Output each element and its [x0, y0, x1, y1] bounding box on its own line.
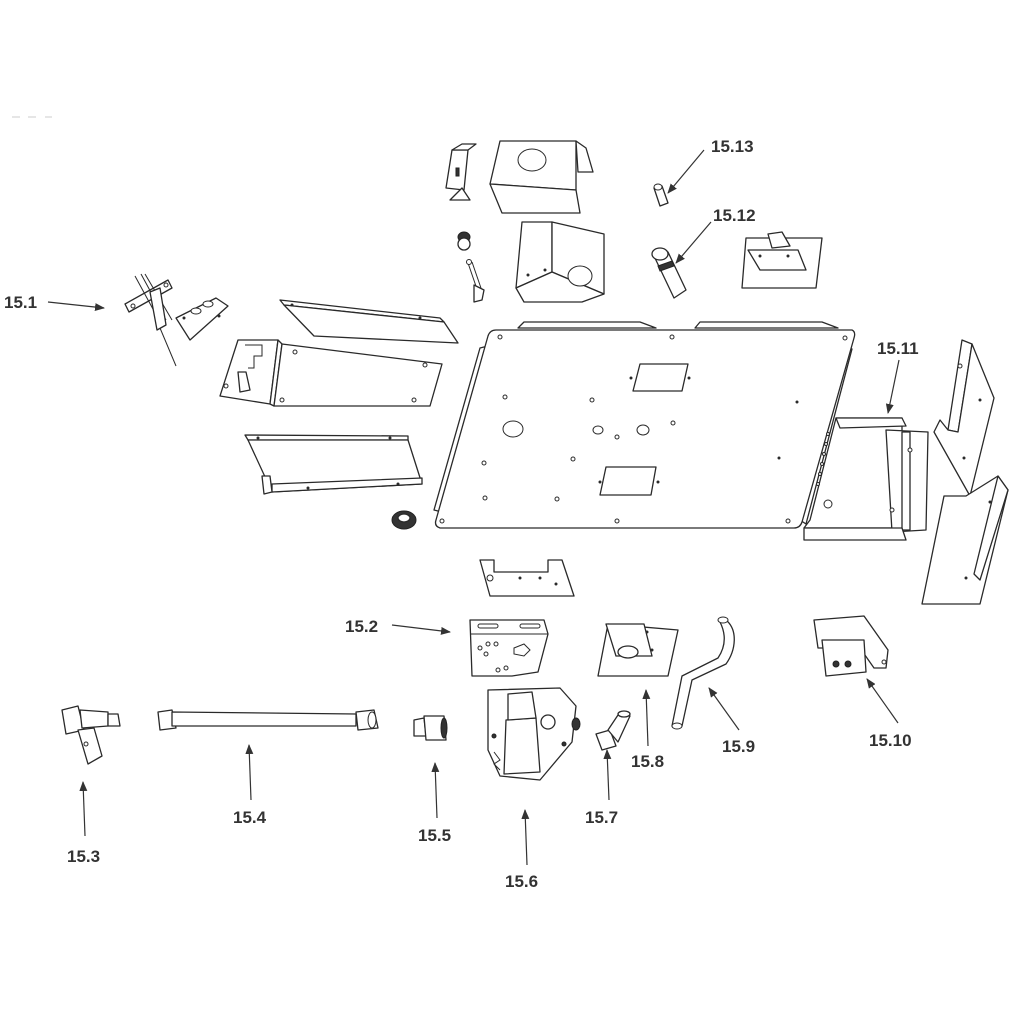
leader-15-9 — [708, 687, 740, 731]
leader-15-7 — [603, 749, 612, 801]
label-15-5: 15.5 — [418, 826, 451, 845]
side-panel-lower — [921, 475, 1009, 605]
left-rail-top — [279, 299, 459, 344]
leader-15-3 — [79, 781, 88, 837]
leader-15-10 — [866, 678, 899, 724]
leader-15-1 — [47, 301, 105, 312]
part-15-4 — [157, 709, 379, 731]
part-15-8 — [597, 623, 679, 677]
label-15-3: 15.3 — [67, 847, 100, 866]
leader-15-5 — [431, 762, 440, 819]
label-15-9: 15.9 — [722, 737, 755, 756]
label-15-6: 15.6 — [505, 872, 538, 891]
leader-15-2 — [391, 624, 451, 635]
ignitor-rod — [466, 259, 485, 303]
label-15-4: 15.4 — [233, 808, 267, 827]
leader-15-4 — [245, 744, 254, 801]
part-15-1 — [124, 273, 177, 367]
electrode-bracket — [175, 297, 229, 341]
part-15-2 — [469, 619, 549, 677]
leader-15-13 — [667, 149, 705, 194]
label-15-1: 15.1 — [4, 293, 37, 312]
top-cover — [489, 140, 594, 214]
side-panel-upper — [933, 339, 995, 497]
label-15-7: 15.7 — [585, 808, 618, 827]
part-15-13 — [653, 183, 669, 207]
left-plate-assembly — [219, 339, 443, 407]
leader-15-12 — [675, 221, 712, 264]
label-15-8: 15.8 — [631, 752, 664, 771]
grommet-large — [391, 510, 417, 530]
label-15-12: 15.12 — [713, 206, 756, 225]
label-15-10: 15.10 — [869, 731, 912, 750]
box-bracket — [515, 221, 605, 303]
small-bracket — [445, 143, 477, 201]
part-labels: 15.1 15.2 15.3 15.4 15.5 15.6 15.7 15.8 … — [4, 137, 919, 891]
grommet-small — [457, 231, 471, 251]
leader-15-6 — [521, 809, 530, 866]
center-bracket — [479, 559, 575, 597]
base-plate — [433, 321, 856, 529]
part-15-5 — [413, 715, 448, 741]
part-15-10 — [813, 615, 889, 677]
terminal-strip — [816, 432, 830, 486]
leader-lines — [47, 149, 900, 866]
part-15-12 — [651, 247, 687, 299]
label-15-11: 15.11 — [877, 339, 919, 358]
part-15-6 — [487, 687, 581, 781]
leader-15-11 — [885, 359, 900, 414]
left-rail-bottom — [244, 434, 423, 495]
part-15-7 — [595, 710, 631, 751]
label-15-13: 15.13 — [711, 137, 754, 156]
part-15-11 — [803, 417, 929, 541]
leader-15-8 — [642, 689, 651, 747]
mount-plate-top-right — [741, 231, 823, 289]
part-15-3 — [61, 705, 121, 765]
part-15-9 — [671, 616, 735, 730]
label-15-2: 15.2 — [345, 617, 378, 636]
